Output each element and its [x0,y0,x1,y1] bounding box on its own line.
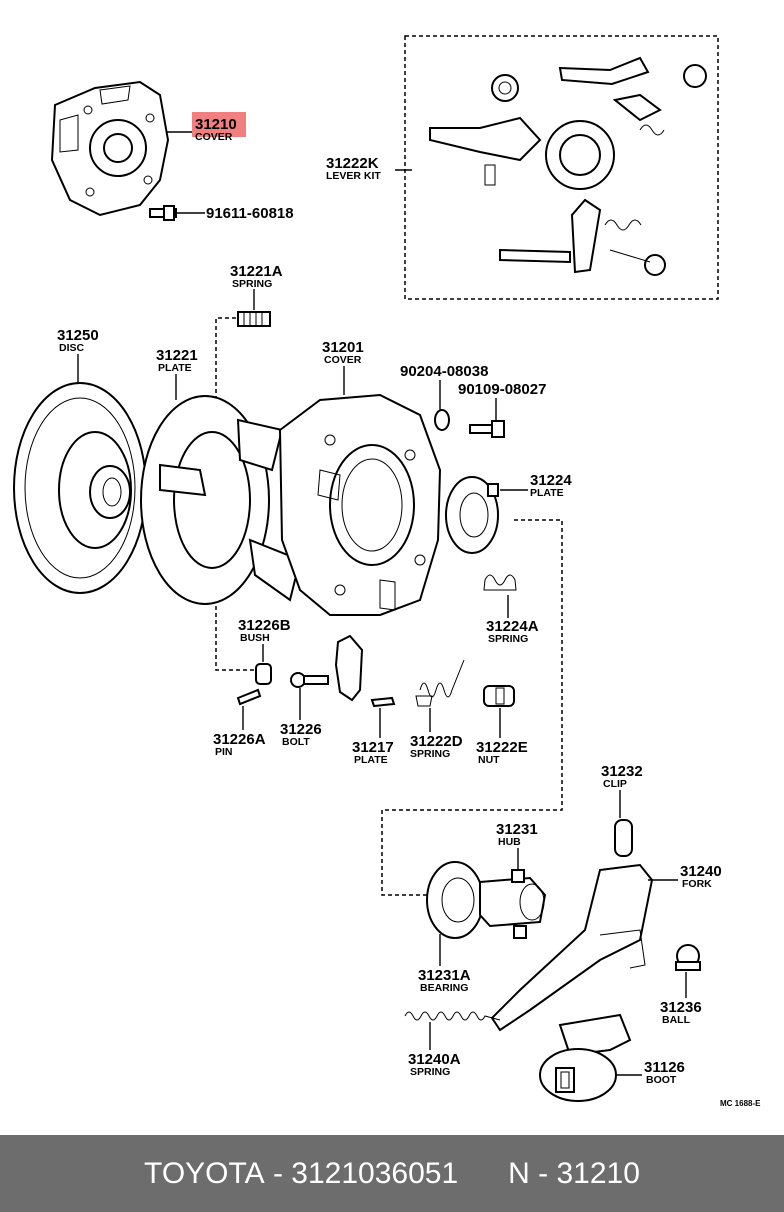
callout-plate-b-number: 31224 [530,472,572,489]
fork-drawing [490,863,654,1032]
callout-hub-number: 31231 [496,821,538,838]
callout-clip-label: CLIP [603,778,627,790]
callout-bolt-b-number: 90109-08027 [458,381,546,398]
nut-drawing [483,685,515,707]
clip-drawing [614,819,633,857]
spring-a-drawing [237,311,271,327]
callout-boot-label: BOOT [646,1074,677,1086]
callout-ball-label: BALL [662,1014,691,1026]
callout-washer-number: 90204-08038 [400,363,488,380]
callout-bolt-c-label: BOLT [282,736,310,748]
callout-fork-label: FORK [682,878,712,890]
callout-clip-number: 31232 [601,763,643,780]
diagram-code: MC 1688-E [720,1099,761,1108]
footer-ref-number: 31210 [556,1156,640,1190]
callout-spring-d-number: 31222D [410,733,463,750]
spring-b-drawing [483,574,517,591]
washer-drawing [434,409,450,431]
callout-cover-top-label: COVER [195,131,233,143]
callout-ball-number: 31236 [660,999,702,1016]
callout-spring-d-label: SPRING [410,748,450,760]
bolt-c-drawing [290,672,329,688]
footer-brand: TOYOTA [144,1156,265,1190]
callout-pin-number: 31226A [213,731,266,748]
callout-spring-a-number: 31221A [230,263,283,280]
bush-drawing [255,663,272,685]
lever-drawing [334,634,364,702]
callout-nut-number: 31222E [476,739,528,756]
callout-spring-a-label: SPRING [232,278,272,290]
cover-assembly-drawing [50,80,170,217]
callout-nut-label: NUT [478,754,500,766]
bolt-b-drawing [469,420,505,438]
callout-bearing-number: 31231A [418,967,471,984]
plate-drawing [140,395,302,605]
spring-d-drawing [419,659,465,698]
callout-bush-number: 31226B [238,617,291,634]
callout-cover-number: 31201 [322,339,364,356]
callout-plate-b-label: PLATE [530,487,564,499]
callout-spring-e-label: SPRING [410,1066,450,1078]
callout-bolt-top-number: 91611-60818 [206,205,294,222]
ball-drawing [675,944,701,971]
callout-spring-b-label: SPRING [488,633,528,645]
lever-kit-box [404,35,719,300]
callout-cover-label: COVER [324,354,362,366]
callout-bearing-label: BEARING [420,982,468,994]
cover-drawing [278,393,442,616]
bearing-hub-drawing [426,861,547,939]
callout-spring-b-number: 31224A [486,618,539,635]
callout-plate-c-label: PLATE [354,754,388,766]
callout-spring-e-number: 31240A [408,1051,461,1068]
callout-lever-kit-number: 31222K [326,155,379,172]
callout-hub-label: HUB [498,836,521,848]
callout-cover-top-number: 31210 [195,116,237,133]
bolt-top-drawing [149,205,177,221]
footer-gap [458,1157,508,1191]
part-number-footer: TOYOTA - 3121036051 N - 31210 [0,1135,784,1212]
callout-plate-number: 31221 [156,347,198,364]
footer-separator: - [264,1156,292,1190]
pin-drawing [236,688,262,706]
callout-pin-label: PIN [215,746,233,758]
footer-part-number: 3121036051 [291,1156,459,1190]
footer-ref-prefix: N - [508,1156,557,1190]
callout-disc-label: DISC [59,342,85,354]
callout-bush-label: BUSH [240,632,270,644]
callout-fork-number: 31240 [680,863,722,880]
disc-drawing [13,382,147,594]
exploded-parts-diagram: 31210 COVER 91611-60818 31222K LEVER KIT… [13,35,761,1108]
plate-c-drawing [370,696,396,708]
callout-plate-c-number: 31217 [352,739,394,756]
spring-e-drawing [404,1011,501,1021]
callout-bolt-c-number: 31226 [280,721,322,738]
callout-plate-label: PLATE [158,362,192,374]
boot-drawing [539,1013,632,1102]
callout-boot-number: 31126 [644,1059,685,1076]
highlight-box [192,112,246,137]
lever-kit-parts [429,56,707,276]
callout-lever-kit-label: LEVER KIT [326,170,381,182]
plate-b-drawing [445,476,499,554]
callout-disc-number: 31250 [57,327,99,344]
